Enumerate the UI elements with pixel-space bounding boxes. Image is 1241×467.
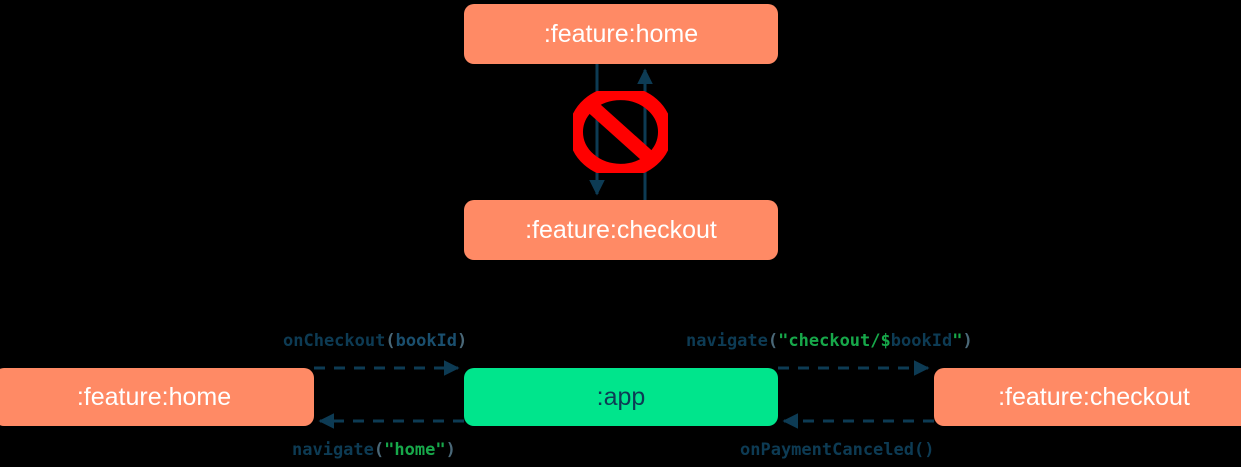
node-label: :feature:home xyxy=(543,19,699,48)
paren-close: ) xyxy=(962,331,973,351)
node-bottom-feature-checkout[interactable]: :feature:checkout xyxy=(934,368,1241,426)
node-top-feature-home[interactable]: :feature:home xyxy=(464,4,778,64)
paren-open: ( xyxy=(385,331,396,351)
string-literal: "home" xyxy=(384,440,446,460)
quote-open: " xyxy=(778,331,789,351)
fn-name: onPaymentCanceled xyxy=(740,440,914,460)
node-bottom-app[interactable]: :app xyxy=(464,368,778,426)
paren-open: ( xyxy=(373,440,385,460)
edge-label-on-payment-canceled: onPaymentCanceled() xyxy=(740,440,935,460)
paren-close: ) xyxy=(457,331,468,351)
node-label: :feature:checkout xyxy=(525,215,717,244)
paren-open: ( xyxy=(767,331,779,351)
paren-close: ) xyxy=(445,440,456,460)
fn-name: navigate xyxy=(292,440,374,460)
dollar-sign: $ xyxy=(880,331,891,351)
node-label: :feature:checkout xyxy=(998,382,1190,411)
param-name: bookId xyxy=(890,331,953,351)
edge-label-navigate-home: navigate("home") xyxy=(292,440,456,460)
param-name: bookId xyxy=(395,331,458,351)
string-part: checkout/ xyxy=(788,331,881,351)
paren-close: ) xyxy=(924,440,935,460)
node-label: :app xyxy=(596,382,646,411)
prohibition-icon xyxy=(573,91,668,173)
node-top-feature-checkout[interactable]: :feature:checkout xyxy=(464,200,778,260)
fn-name: navigate xyxy=(686,331,768,351)
edge-label-navigate-checkout: navigate("checkout/$bookId") xyxy=(686,331,973,351)
fn-name: onCheckout xyxy=(283,331,386,351)
node-label: :feature:home xyxy=(76,382,232,411)
node-bottom-feature-home[interactable]: :feature:home xyxy=(0,368,314,426)
paren-open: ( xyxy=(914,440,925,460)
edge-label-on-checkout: onCheckout(bookId) xyxy=(283,331,467,351)
quote-close: " xyxy=(952,331,963,351)
